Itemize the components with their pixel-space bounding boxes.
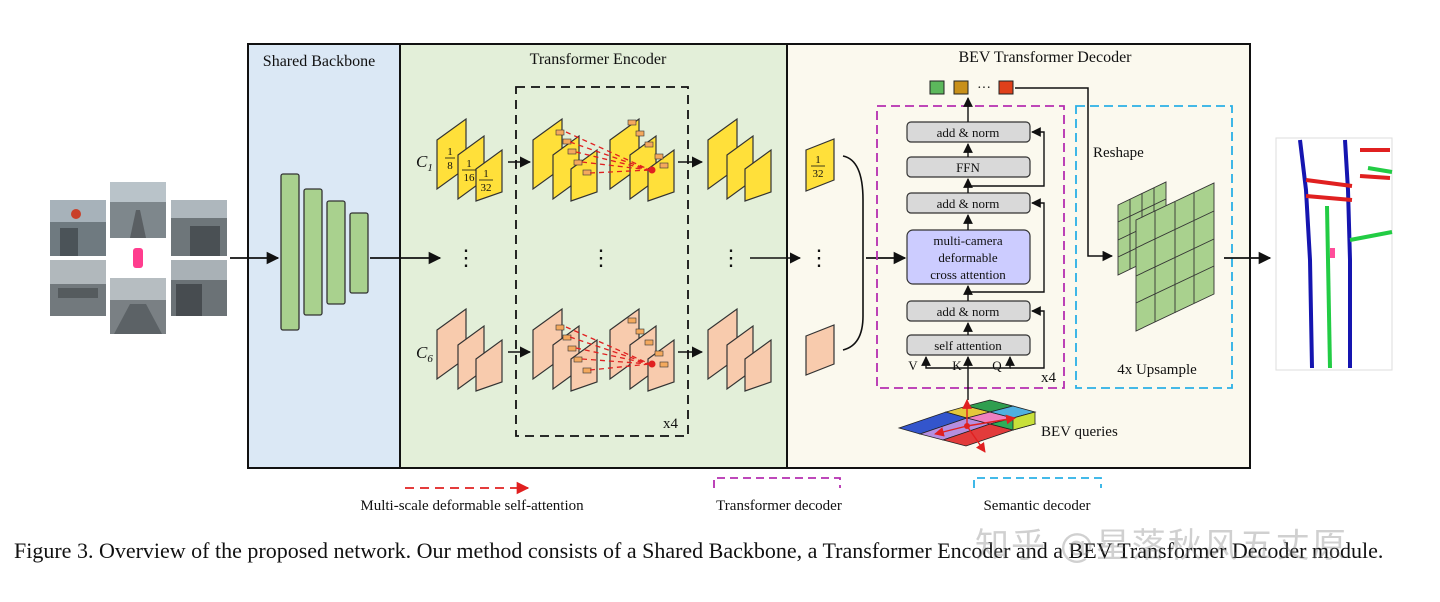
decoder-ellipsis: ⋮ xyxy=(808,245,830,270)
legend-transformer-decoder-label: Transformer decoder xyxy=(716,498,842,514)
architecture-diagram: Shared Backbone Transformer Encoder BEV … xyxy=(50,43,1393,514)
cross-attention-line-2: deformable xyxy=(938,250,997,265)
output-token-red xyxy=(998,80,1014,95)
add-norm-label-top: add & norm xyxy=(937,125,1000,140)
frac-1-8-den: 8 xyxy=(447,160,453,172)
c1-encoder-output xyxy=(707,117,772,202)
transformer-decoder-box xyxy=(876,105,1065,389)
backbone-stage-4 xyxy=(349,212,369,294)
self-attention-label: self attention xyxy=(934,338,1002,353)
encoder-ellipsis-3: ⋮ xyxy=(720,245,742,270)
legend-deform-label: Multi-scale deformable self-attention xyxy=(360,498,584,514)
cross-attention-line-3: cross attention xyxy=(930,267,1006,282)
backbone-stage-1 xyxy=(280,173,300,331)
encoder-panel xyxy=(399,43,788,469)
c1-label: C1 xyxy=(416,152,433,174)
frac-1-16-num: 1 xyxy=(466,158,472,170)
ffn-label: FFN xyxy=(956,160,980,175)
encoder-title: Transformer Encoder xyxy=(530,51,667,68)
output-token-dots: ··· xyxy=(977,81,991,96)
c6-deformable-attention-arrows xyxy=(565,326,651,371)
encoder-ellipsis-2: ⋮ xyxy=(590,245,612,270)
legend-transformer-decoder-swatch xyxy=(713,477,841,488)
bev-queries-label: BEV queries xyxy=(1041,424,1118,440)
output-token-green xyxy=(929,80,945,95)
add-norm-label-bottom: add & norm xyxy=(937,304,1000,319)
encoder-repeat-box xyxy=(515,86,689,437)
q-label: Q xyxy=(992,358,1002,373)
c1-feature-maps xyxy=(436,117,503,202)
backbone-panel xyxy=(247,43,401,469)
legend-semantic-decoder-label: Semantic decoder xyxy=(983,498,1090,514)
backbone-stage-2 xyxy=(303,188,323,316)
add-norm-label-middle: add & norm xyxy=(937,196,1000,211)
v-label: V xyxy=(908,358,918,373)
encoder-ellipsis-1: ⋮ xyxy=(455,245,477,270)
reshape-label: Reshape xyxy=(1093,145,1144,161)
feature-map-1-32 xyxy=(475,148,503,202)
backbone-blocks xyxy=(280,173,369,331)
legend-semantic-decoder-swatch xyxy=(973,477,1102,488)
decoder-input-brace xyxy=(842,155,864,351)
k-label: K xyxy=(952,358,962,373)
encoder-repeat-label: x4 xyxy=(663,416,679,432)
c6-label: C6 xyxy=(416,343,433,365)
decoder-title: BEV Transformer Decoder xyxy=(958,49,1132,66)
c1-deformable-attention-arrows xyxy=(565,131,651,174)
frac-1-32-num: 1 xyxy=(483,168,489,180)
c6-feature-maps xyxy=(436,307,503,392)
decoder-frac-num: 1 xyxy=(815,154,821,166)
frac-1-32-den: 32 xyxy=(481,182,492,194)
bev-grid-large xyxy=(1135,182,1215,332)
c6-attention-output xyxy=(609,307,675,392)
watermark: 知乎 @星落秋风五丈原 xyxy=(975,526,1348,566)
semantic-decoder-box xyxy=(1075,105,1233,389)
backbone-title: Shared Backbone xyxy=(263,53,375,70)
c6-encoder-output xyxy=(707,307,772,392)
decoder-frac-den: 32 xyxy=(813,168,824,180)
bev-output-map xyxy=(1275,137,1393,371)
bev-query-offsets xyxy=(934,399,1016,453)
output-token-gold xyxy=(953,80,969,95)
cross-attention-line-1: multi-camera xyxy=(933,233,1003,248)
c1-attention-input xyxy=(532,117,598,202)
ego-car-icon xyxy=(133,248,143,268)
upsample-label: 4x Upsample xyxy=(1117,362,1197,378)
decoder-input-feature-bottom xyxy=(805,324,835,376)
bev-ego-car xyxy=(1330,248,1335,258)
decoder-repeat-label: x4 xyxy=(1041,370,1057,386)
c6-attention-input xyxy=(532,307,598,392)
camera-images xyxy=(50,182,227,334)
frac-1-16-den: 16 xyxy=(464,172,476,184)
figure-caption: Figure 3. Overview of the proposed netwo… xyxy=(14,538,1384,563)
backbone-stage-3 xyxy=(326,200,346,305)
decoder-input-feature-top xyxy=(805,138,835,192)
frac-1-8-num: 1 xyxy=(447,146,453,158)
